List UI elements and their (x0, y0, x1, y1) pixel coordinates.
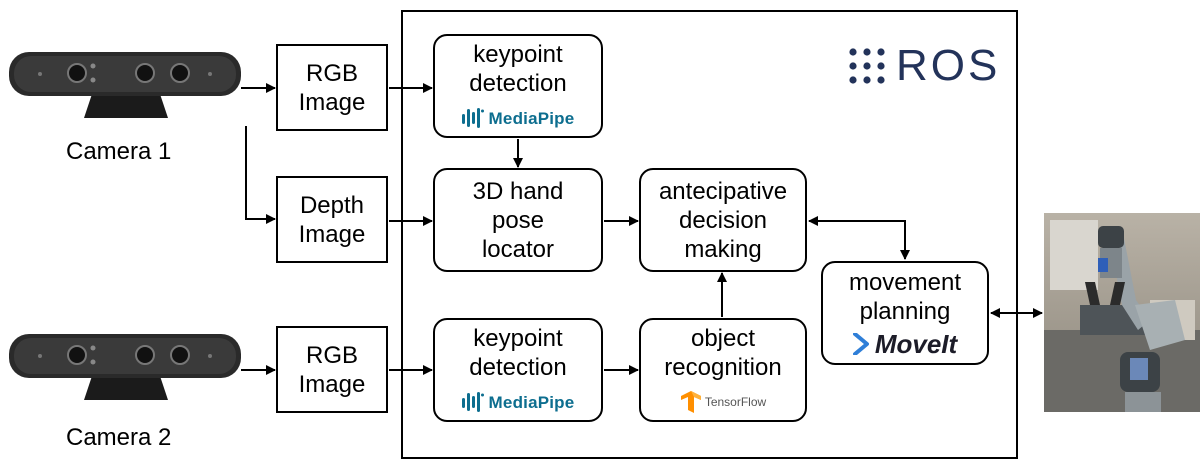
tensorflow-logo: TensorFlow (680, 388, 766, 417)
depth-image-line-2: Image (298, 220, 366, 248)
keypoint-detection-1-box: keypoint detection MediaPipe (433, 34, 603, 138)
tensorflow-icon (680, 391, 701, 413)
mediapipe-logo-2: MediaPipe (461, 388, 575, 417)
decision-making-box: antecipative decision making (639, 168, 807, 272)
camera-1-label: Camera 1 (66, 138, 172, 165)
hand-pose-line-1: 3D hand (472, 177, 564, 205)
ros-logo-text: ROS (896, 41, 1001, 90)
rgb-image-1-line-1: RGB (305, 59, 358, 87)
keypoint-detection-2-line-1: keypoint (473, 324, 563, 352)
keypoint-detection-1-line-2: detection (469, 69, 567, 97)
object-recognition-line-1: object (690, 324, 756, 352)
rgb-image-2-line-2: Image (298, 370, 366, 398)
movement-planning-line-2: planning (859, 297, 951, 325)
rgb-image-2-line-1: RGB (305, 341, 358, 369)
mediapipe-text-2: MediaPipe (488, 392, 575, 412)
keypoint-detection-2-line-2: detection (469, 353, 567, 381)
moveit-text: MoveIt (874, 328, 958, 359)
movement-planning-line-1: movement (848, 268, 962, 296)
hand-pose-line-3: locator (481, 235, 555, 263)
ros-logo: ROS (848, 44, 1000, 88)
decision-line-3: making (684, 235, 762, 263)
rgb-image-1-line-2: Image (298, 88, 366, 116)
keypoint-detection-1-line-1: keypoint (473, 40, 563, 68)
hand-pose-line-2: pose (491, 206, 545, 234)
decision-line-1: antecipative (658, 177, 788, 205)
depth-image-line-1: Depth (299, 191, 365, 219)
mediapipe-text-1: MediaPipe (488, 108, 575, 128)
rgb-image-2-box: RGB Image (276, 326, 388, 413)
rgb-image-1-box: RGB Image (276, 44, 388, 131)
tensorflow-text: TensorFlow (704, 394, 767, 409)
object-recognition-line-2: recognition (664, 353, 782, 381)
keypoint-detection-2-box: keypoint detection MediaPipe (433, 318, 603, 422)
object-recognition-box: object recognition TensorFlow (639, 318, 807, 422)
depth-image-box: Depth Image (276, 176, 388, 263)
moveit-chevron-icon (852, 333, 869, 355)
decision-line-2: decision (678, 206, 768, 234)
movement-planning-box: movement planning MoveIt (821, 261, 989, 365)
moveit-logo: MoveIt (852, 328, 958, 359)
ros-dots-icon (849, 48, 885, 84)
hand-pose-locator-box: 3D hand pose locator (433, 168, 603, 272)
mediapipe-logo-1: MediaPipe (461, 104, 575, 133)
arrow-camera1-depth (245, 126, 276, 224)
camera-2-label: Camera 2 (66, 424, 172, 451)
mediapipe-icon (461, 108, 484, 128)
mediapipe-icon (461, 392, 484, 412)
ros-system-frame (401, 10, 1018, 459)
